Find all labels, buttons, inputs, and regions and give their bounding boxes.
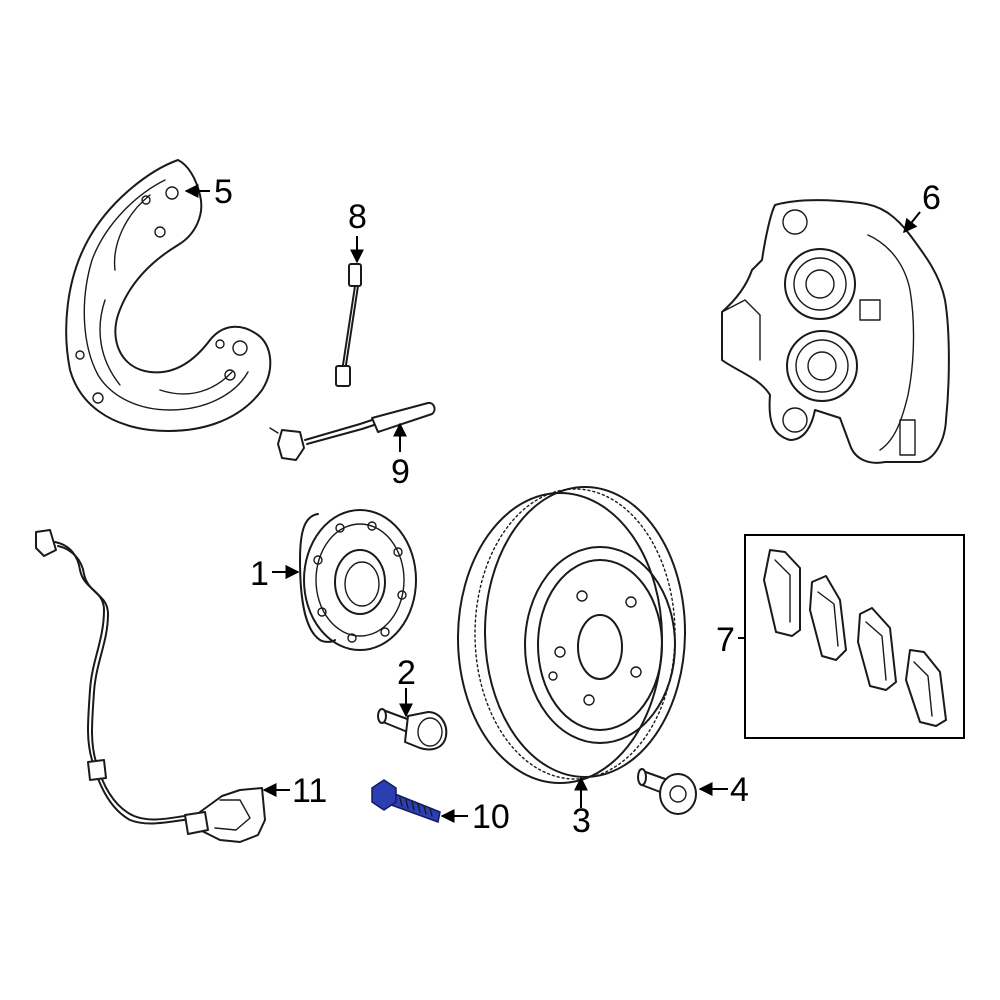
callout-7: 7 bbox=[716, 621, 735, 659]
callout-2: 2 bbox=[397, 654, 416, 692]
part-4-screw[interactable] bbox=[637, 768, 697, 815]
part-2-bolt[interactable] bbox=[377, 708, 448, 751]
part-9-wear-sensor[interactable] bbox=[269, 401, 436, 461]
callout-leaders bbox=[184, 184, 921, 823]
part-5-dust-shield[interactable] bbox=[65, 159, 272, 432]
callout-3: 3 bbox=[572, 802, 591, 840]
part-11-abs-sensor-harness[interactable] bbox=[35, 529, 266, 843]
callout-10: 10 bbox=[472, 798, 510, 836]
callout-11: 11 bbox=[292, 772, 327, 810]
callout-8: 8 bbox=[348, 198, 367, 236]
leader-6 bbox=[903, 211, 921, 234]
part-6-brake-caliper[interactable] bbox=[721, 199, 950, 464]
callout-9: 9 bbox=[391, 453, 410, 491]
part-8-wear-sensor[interactable] bbox=[335, 263, 362, 387]
callout-5: 5 bbox=[214, 173, 233, 211]
part-3-brake-rotor[interactable] bbox=[457, 486, 686, 784]
part-10-bolt-highlighted[interactable] bbox=[371, 779, 441, 824]
part-1-wheel-hub[interactable] bbox=[299, 509, 417, 651]
callout-6: 6 bbox=[922, 179, 941, 217]
callout-numbers: 1 2 3 4 5 6 7 8 9 10 11 bbox=[214, 173, 941, 840]
part-7-brake-pads[interactable] bbox=[744, 534, 965, 739]
callout-1: 1 bbox=[250, 555, 269, 593]
callout-4: 4 bbox=[730, 771, 749, 809]
